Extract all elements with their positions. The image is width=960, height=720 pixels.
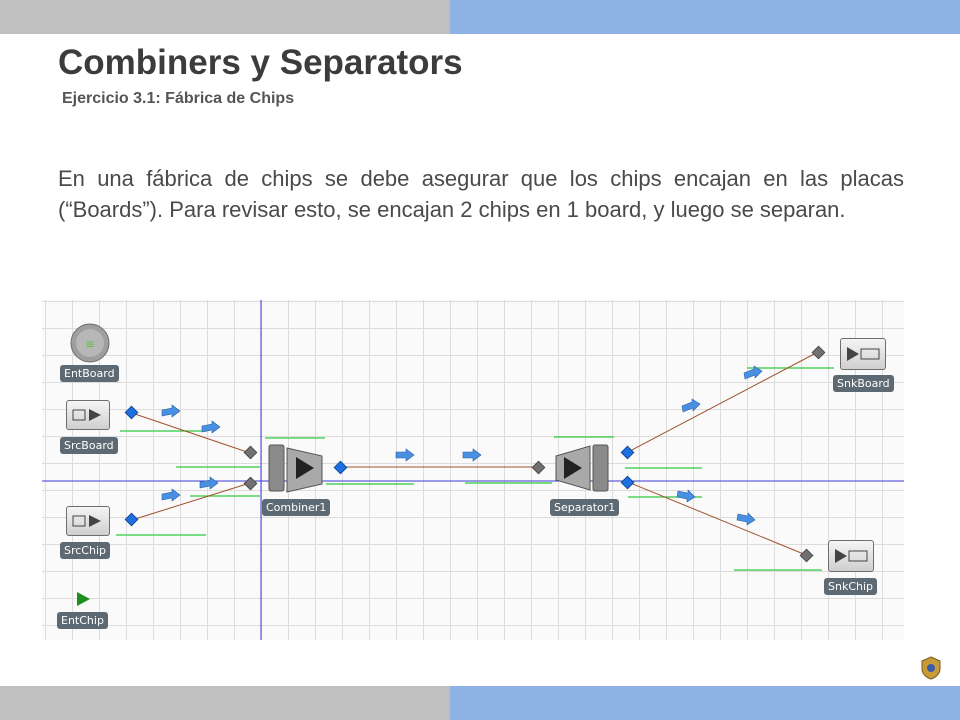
university-emblem-icon bbox=[921, 656, 941, 680]
connector-lines bbox=[131, 351, 819, 556]
separator-icon bbox=[555, 444, 609, 492]
srcchip-label[interactable]: SrcChip bbox=[60, 542, 111, 559]
srcboard-port bbox=[124, 405, 139, 420]
entchip-label[interactable]: EntChip bbox=[57, 612, 108, 629]
srcboard-label[interactable]: SrcBoard bbox=[60, 437, 118, 454]
svg-text:≡: ≡ bbox=[85, 337, 95, 351]
top-bar-right bbox=[450, 0, 960, 34]
srcchip-source-icon[interactable] bbox=[66, 506, 110, 536]
simulation-canvas[interactable]: ≡ EntBoard SrcBoard SrcChip EntChip Comb… bbox=[42, 300, 904, 640]
combiner-output-port bbox=[333, 460, 348, 475]
separator-chip-port bbox=[620, 475, 635, 490]
model-diagram: ≡ bbox=[42, 300, 904, 640]
slide-title: Combiners y Separators bbox=[58, 43, 463, 82]
srcboard-source-icon[interactable] bbox=[66, 400, 110, 430]
snkboard-sink-icon[interactable] bbox=[840, 338, 886, 370]
top-bar-left bbox=[0, 0, 450, 34]
input-ports bbox=[243, 345, 826, 563]
combiner-label[interactable]: Combiner1 bbox=[262, 499, 331, 516]
separator-label[interactable]: Separator1 bbox=[550, 499, 620, 516]
entboard-label[interactable]: EntBoard bbox=[60, 365, 119, 382]
flow-arrows bbox=[161, 365, 763, 526]
board-entity-icon: ≡ bbox=[70, 323, 110, 363]
snkchip-label[interactable]: SnkChip bbox=[824, 578, 878, 595]
slide-body-text: En una fábrica de chips se debe asegurar… bbox=[58, 166, 904, 222]
bottom-bar-right bbox=[450, 686, 960, 720]
selection-bars bbox=[116, 367, 834, 571]
bottom-bar-left bbox=[0, 686, 450, 720]
combiner-icon bbox=[268, 444, 323, 493]
snkboard-label[interactable]: SnkBoard bbox=[833, 375, 894, 392]
srcchip-port bbox=[124, 512, 139, 527]
node-ports bbox=[124, 405, 635, 527]
snkchip-sink-icon[interactable] bbox=[828, 540, 874, 572]
slide-subtitle: Ejercicio 3.1: Fábrica de Chips bbox=[62, 90, 295, 107]
separator-board-port bbox=[620, 445, 635, 460]
green-triangle-entity-icon bbox=[77, 592, 90, 606]
